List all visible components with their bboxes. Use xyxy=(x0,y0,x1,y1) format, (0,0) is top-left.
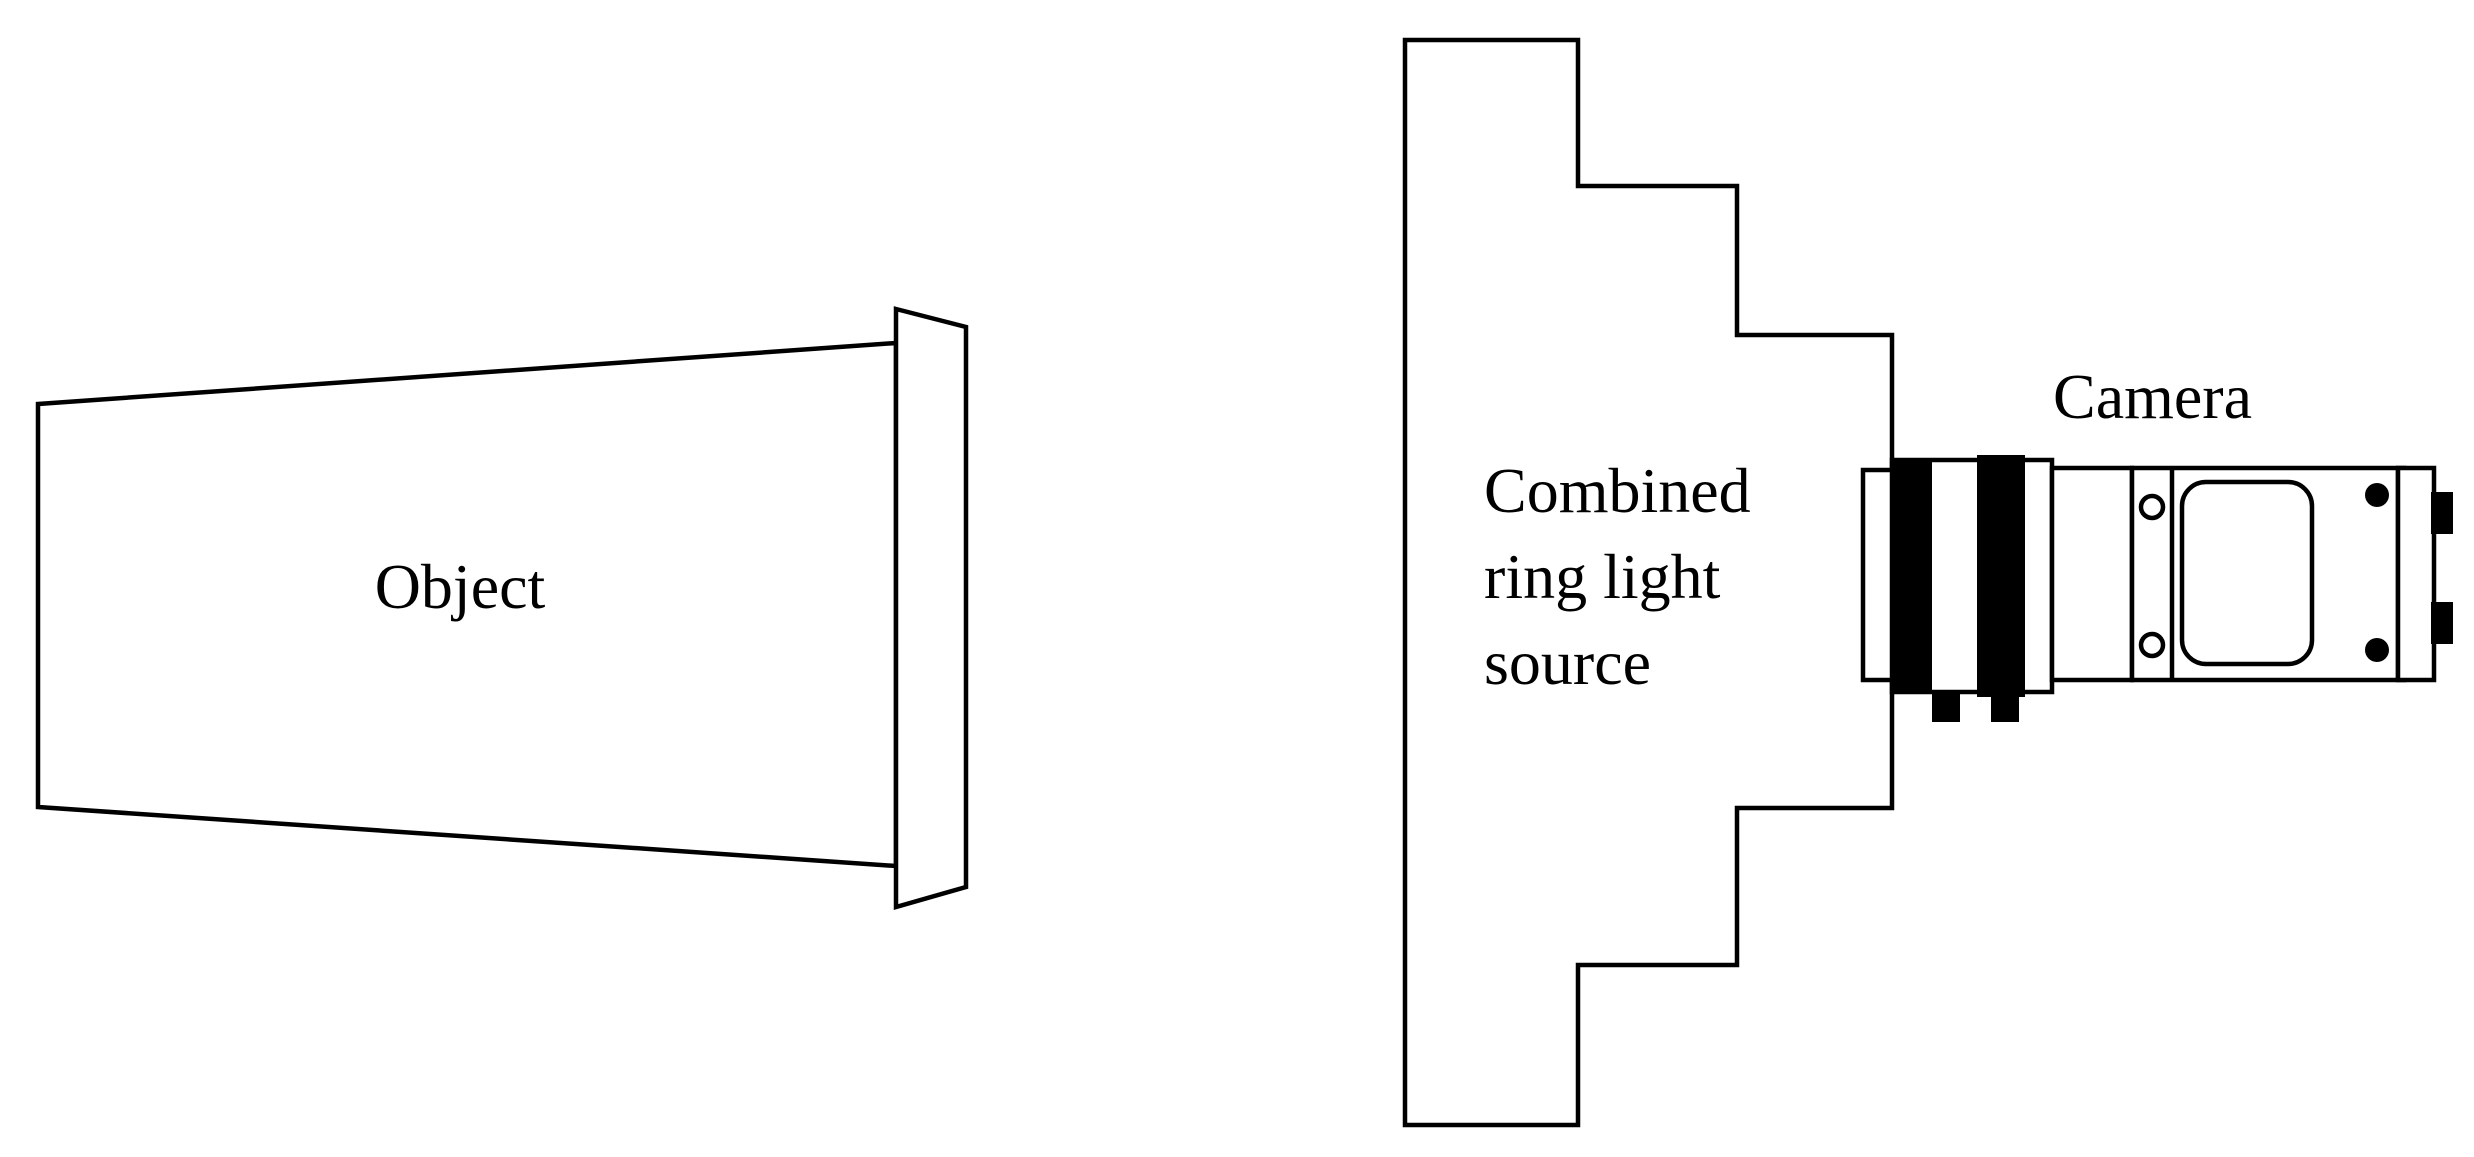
ring-light-label: Combined ring light source xyxy=(1484,455,1767,698)
ring-light-label-line2: ring light xyxy=(1484,541,1721,612)
ring-light-source-shape xyxy=(1402,37,1895,1128)
camera-shape xyxy=(1860,455,2453,722)
object-label: Object xyxy=(375,551,546,622)
camera-connector-bottom xyxy=(2431,602,2453,644)
camera-sensor-window xyxy=(2179,479,2315,667)
camera-connector-top xyxy=(2431,492,2453,534)
camera-screw-bottom-right-dark xyxy=(2365,638,2389,662)
ring-light-label-line1: Combined xyxy=(1484,455,1751,526)
ring-light-label-line3: source xyxy=(1484,627,1651,698)
camera-rear-plate xyxy=(2395,465,2437,683)
camera-lens-screw-1 xyxy=(1932,692,1960,722)
camera-screw-top-right-dark xyxy=(2365,483,2389,507)
object-shape xyxy=(35,306,969,910)
camera-lens-band-2 xyxy=(1977,455,2025,697)
object-end-flange xyxy=(893,306,969,910)
camera-lens-adapter xyxy=(2049,465,2135,683)
camera-label: Camera xyxy=(2053,361,2252,432)
camera-screw-bottom-left xyxy=(2138,631,2166,659)
camera-lens-front xyxy=(1860,467,1898,683)
camera-lens-band-1 xyxy=(1892,460,1932,692)
camera-screw-top-left xyxy=(2138,493,2166,521)
camera-lens-screw-2 xyxy=(1991,692,2019,722)
